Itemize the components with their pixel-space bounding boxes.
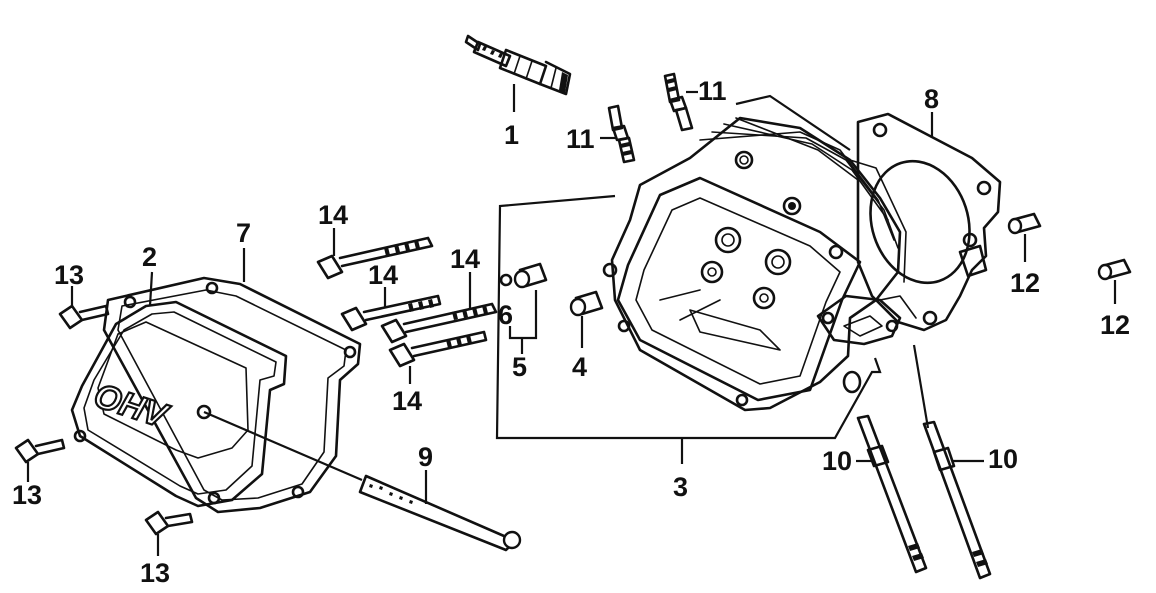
callout-8: 8 bbox=[924, 84, 939, 114]
callout-13-top: 13 bbox=[54, 260, 84, 290]
callout-3: 3 bbox=[673, 472, 688, 502]
callout-11-upper: 11 bbox=[698, 76, 727, 106]
callout-13-bottom: 13 bbox=[140, 558, 170, 588]
bolt-14-top bbox=[316, 228, 434, 280]
cylinder-head bbox=[602, 116, 917, 412]
bolt-13-top bbox=[58, 286, 110, 330]
callout-12-far: 12 bbox=[1100, 310, 1130, 340]
callout-7: 7 bbox=[236, 218, 251, 248]
spark-plug bbox=[464, 34, 572, 112]
callout-14-top: 14 bbox=[318, 200, 348, 230]
push-rod-right bbox=[912, 344, 992, 580]
callout-14-middle: 14 bbox=[368, 260, 398, 290]
head-gasket bbox=[856, 112, 1002, 332]
callout-11-lower: 11 bbox=[566, 124, 595, 154]
stud-bolt-lower bbox=[600, 104, 636, 164]
callout-2: 2 bbox=[142, 242, 157, 272]
callout-12-near: 12 bbox=[1010, 268, 1040, 298]
stud-bolt-upper bbox=[663, 72, 698, 132]
callout-14-bottom: 14 bbox=[392, 386, 422, 416]
head-assembly-bracket bbox=[495, 94, 882, 464]
dowel-pin-near bbox=[1007, 212, 1042, 262]
collar-5 bbox=[499, 262, 548, 354]
bolt-13-bottom bbox=[144, 510, 194, 556]
callout-1: 1 bbox=[504, 120, 519, 150]
callout-labels: 1 2 3 4 5 6 7 8 9 10 10 11 11 12 12 13 1… bbox=[12, 76, 1130, 588]
callout-9: 9 bbox=[418, 442, 433, 472]
callout-5: 5 bbox=[512, 352, 527, 382]
bolt-13-left bbox=[14, 438, 66, 482]
callout-14-long: 14 bbox=[450, 244, 480, 274]
callout-13-left: 13 bbox=[12, 480, 42, 510]
callout-10-right: 10 bbox=[988, 444, 1018, 474]
bolt-14-long bbox=[380, 272, 498, 344]
callout-6: 6 bbox=[498, 300, 513, 330]
callout-10-left: 10 bbox=[822, 446, 852, 476]
bolt-14-middle bbox=[340, 287, 442, 332]
cover-gasket bbox=[102, 248, 362, 514]
callout-4: 4 bbox=[572, 352, 587, 382]
bolt-14-bottom bbox=[388, 330, 488, 384]
breather-tube bbox=[203, 410, 522, 552]
dowel-pin-far bbox=[1097, 258, 1132, 304]
push-rod-left bbox=[856, 414, 928, 574]
collar-4 bbox=[569, 290, 604, 348]
